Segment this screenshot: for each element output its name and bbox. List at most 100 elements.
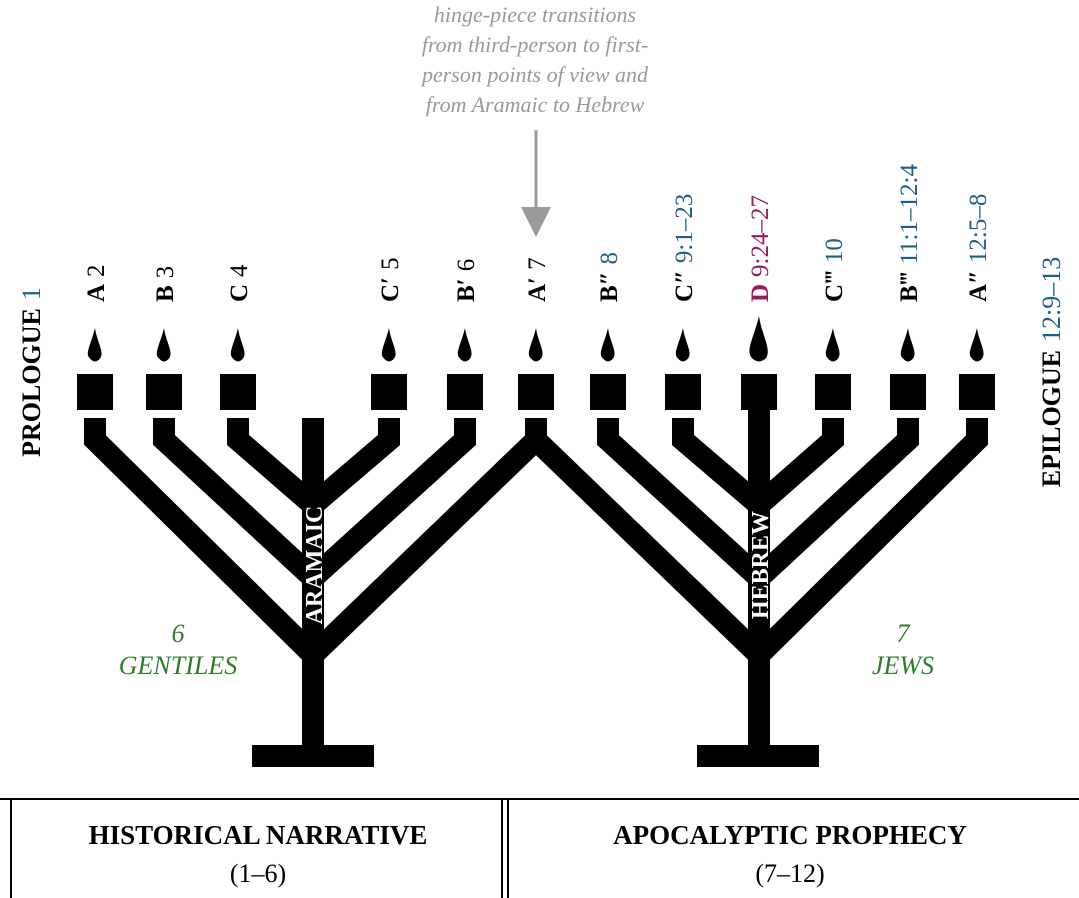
epilogue-ref: 12:9–13 (1037, 257, 1066, 342)
hinge-annotation: hinge-piece transitions from third-perso… (420, 2, 649, 237)
candle-6-letter: A′ (524, 277, 551, 302)
candle-4-letter: C′ (377, 277, 404, 302)
apocalyptic-prophecy-range: (7–12) (755, 859, 824, 888)
left-middle-arm (153, 418, 321, 587)
candle-3-flame (230, 328, 245, 362)
candle-5-letter: B′ (453, 278, 480, 302)
candle-2-cup (146, 374, 182, 410)
shared-center-arm-right (525, 418, 767, 663)
candle-3-label: C4 (226, 264, 253, 302)
candle-7-label: B″ 8 (596, 252, 623, 302)
candle-labels: A2B3C4C′5B′6A′7B″8C″9:1–23D9:24–27C‴10B‴… (83, 164, 992, 302)
candle-12-letter: A″ (965, 270, 992, 302)
prologue-ref: 1 (17, 287, 46, 300)
left-inner-arm-right (305, 418, 400, 514)
right-outer-arm-right (751, 418, 988, 663)
gentiles-number: 6 (172, 619, 185, 648)
candle-12-label: A″ 12:5–8 (965, 194, 992, 302)
right-inner-arm-left (672, 418, 767, 514)
candle-12-cup (959, 374, 995, 410)
candle-1-ref: 2 (83, 264, 110, 277)
left-base (252, 745, 374, 767)
prologue-label: PROLOGUE 1 (17, 287, 46, 457)
candle-7-flame (600, 328, 615, 362)
right-middle-arm-left (597, 418, 767, 587)
candle-6-flame (528, 328, 543, 362)
candle-4-flame (381, 328, 396, 362)
candle-12-ref: 12:5–8 (965, 194, 992, 263)
candle-11-flame (900, 328, 915, 362)
candle-2-flame (156, 328, 171, 362)
candle-8-cup (665, 374, 701, 410)
candle-flames (87, 316, 984, 362)
candle-10-letter: C‴ (821, 270, 848, 302)
left-middle-arm-right (305, 418, 476, 587)
jews-number: 7 (897, 619, 911, 648)
candle-11-ref: 11:1–12:4 (896, 164, 923, 265)
right-inner-arm-right (751, 418, 844, 514)
candle-6-label: A′ 7 (524, 257, 551, 302)
apocalyptic-prophecy-title: APOCALYPTIC PROPHECY (613, 820, 967, 850)
candle-7-ref: 8 (596, 252, 623, 265)
candle-5-label: B′ 6 (453, 259, 480, 302)
candle-3-ref: 4 (226, 264, 253, 277)
candle-9-flame (749, 316, 768, 362)
candle-11-letter: B‴ (896, 272, 923, 302)
left-outer-arm (84, 418, 321, 663)
candle-5-flame (457, 328, 472, 362)
candle-10-flame (825, 328, 840, 362)
candle-5-cup (447, 374, 483, 410)
candle-7-letter: B″ (596, 272, 623, 302)
candle-9-cup (741, 374, 777, 410)
candle-2-letter: B (152, 285, 179, 302)
historical-narrative-range: (1–6) (230, 859, 286, 888)
candle-4-cup (371, 374, 407, 410)
annotation-line-3: person points of view and (420, 62, 649, 87)
candle-8-letter: C″ (671, 270, 698, 302)
aramaic-stem-label: ARAMAIC (302, 506, 328, 625)
candle-8-flame (675, 328, 690, 362)
candle-1-label: A2 (83, 264, 110, 302)
candle-8-ref: 9:1–23 (671, 194, 698, 263)
candle-1-cup (77, 374, 113, 410)
candle-3-cup (220, 374, 256, 410)
candle-10-label: C‴ 10 (821, 238, 848, 302)
candle-8-label: C″ 9:1–23 (671, 194, 698, 302)
annotation-line-1: hinge-piece transitions (434, 2, 636, 27)
candle-9-letter: D (747, 284, 774, 302)
candle-7-cup (590, 374, 626, 410)
annotation-line-2: from third-person to first- (422, 32, 648, 57)
candle-5-ref: 6 (453, 259, 480, 272)
menorah-structure (84, 380, 988, 767)
historical-narrative-title: HISTORICAL NARRATIVE (89, 820, 428, 850)
candle-11-cup (890, 374, 926, 410)
candle-1-letter: A (83, 284, 110, 302)
candle-6-ref: 7 (524, 257, 551, 270)
candle-cups (77, 374, 995, 410)
candle-9-label: D 9:24–27 (747, 195, 774, 302)
candle-12-flame (969, 328, 984, 362)
annotation-line-4: from Aramaic to Hebrew (426, 92, 645, 117)
candle-11-label: B‴ 11:1–12:4 (896, 164, 923, 302)
candle-10-ref: 10 (821, 238, 848, 263)
candle-1-flame (87, 328, 102, 362)
jews-label: JEWS (872, 651, 934, 680)
hebrew-stem-label: HEBREW (748, 511, 774, 619)
section-boxes: HISTORICAL NARRATIVE (1–6) APOCALYPTIC P… (0, 798, 1079, 898)
candle-6-cup (518, 374, 554, 410)
epilogue-word: EPILOGUE (1037, 350, 1066, 487)
left-stem (302, 418, 324, 758)
candle-9-ref: 9:24–27 (747, 195, 774, 277)
candle-4-ref: 5 (377, 257, 404, 270)
left-inner-arm (227, 418, 321, 514)
gentiles-label: GENTILES (119, 651, 237, 680)
candle-2-ref: 3 (152, 266, 179, 279)
prologue-word: PROLOGUE (17, 308, 46, 457)
right-middle-arm-right (751, 418, 919, 587)
candle-3-letter: C (226, 284, 253, 302)
epilogue-label: EPILOGUE 12:9–13 (1037, 257, 1066, 487)
candle-2-label: B3 (152, 266, 179, 302)
right-base (697, 745, 819, 767)
candle-10-cup (815, 374, 851, 410)
